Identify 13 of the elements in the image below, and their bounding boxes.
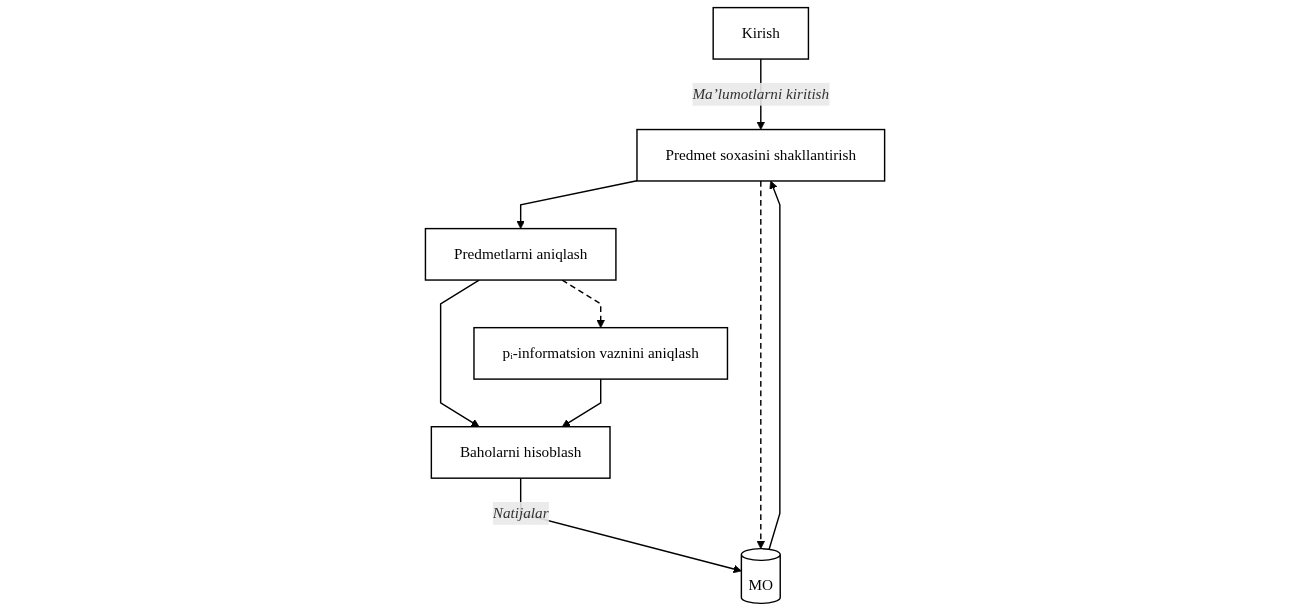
arrow <box>439 279 480 428</box>
node-box: Predmetlarni aniqlash <box>424 227 617 281</box>
node-box: Kirish <box>712 6 810 60</box>
node-box: Baholarni hisoblash <box>430 426 611 479</box>
arrow <box>561 279 605 329</box>
arrow <box>768 180 781 550</box>
node-box: Predmet soxasini shakllantirish <box>636 128 886 182</box>
arrow <box>516 180 638 229</box>
edge-label: Ma’lumotlarni kiritish <box>692 85 830 102</box>
arrow <box>756 180 765 550</box>
node-box: pᵢ-informatsion vaznini aniqlash <box>473 326 729 380</box>
edge-label: Natijalar <box>492 504 549 522</box>
arrow <box>561 378 602 428</box>
